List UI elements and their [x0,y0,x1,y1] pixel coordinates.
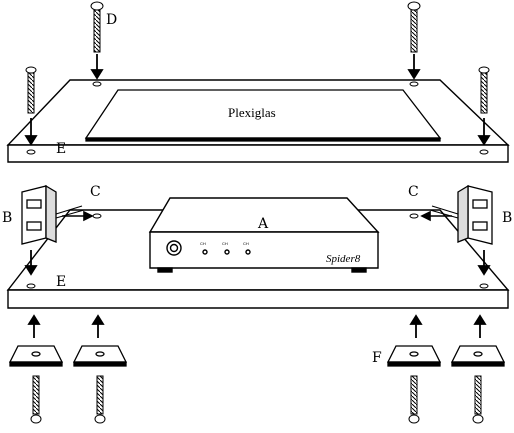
screw-d-left [90,1,104,53]
washers [8,345,506,367]
label-e-top: E [56,141,66,157]
down-arrows-top [24,54,491,146]
load-cell-left [21,184,85,245]
channel-mark-2: CH [222,241,228,246]
plexiglas-panel [84,89,442,142]
channel-mark-3: CH [243,241,249,246]
up-arrows-bottom [27,314,487,338]
label-c-right: C [408,184,419,200]
label-d: D [106,12,117,28]
screw-d-right [407,1,421,53]
label-a: A [257,216,269,232]
label-b-right: B [502,210,512,226]
spider8-device [148,197,380,273]
load-cell-right [429,184,493,245]
label-e-bottom: E [56,274,66,290]
top-plate-holes [26,81,489,155]
channel-mark-1: CH [200,241,206,246]
device-brand: Spider8 [326,253,361,265]
label-f: F [372,350,382,366]
screw-e-left [25,66,37,114]
down-arrows-middle [24,250,491,276]
bottom-plate-holes [26,213,489,289]
bottom-screws [30,375,484,424]
label-b-left: B [2,210,12,226]
label-c-left: C [90,184,101,200]
plexiglas-label: Plexiglas [228,105,276,120]
screw-e-right [478,66,490,114]
c-arrows [62,210,452,222]
